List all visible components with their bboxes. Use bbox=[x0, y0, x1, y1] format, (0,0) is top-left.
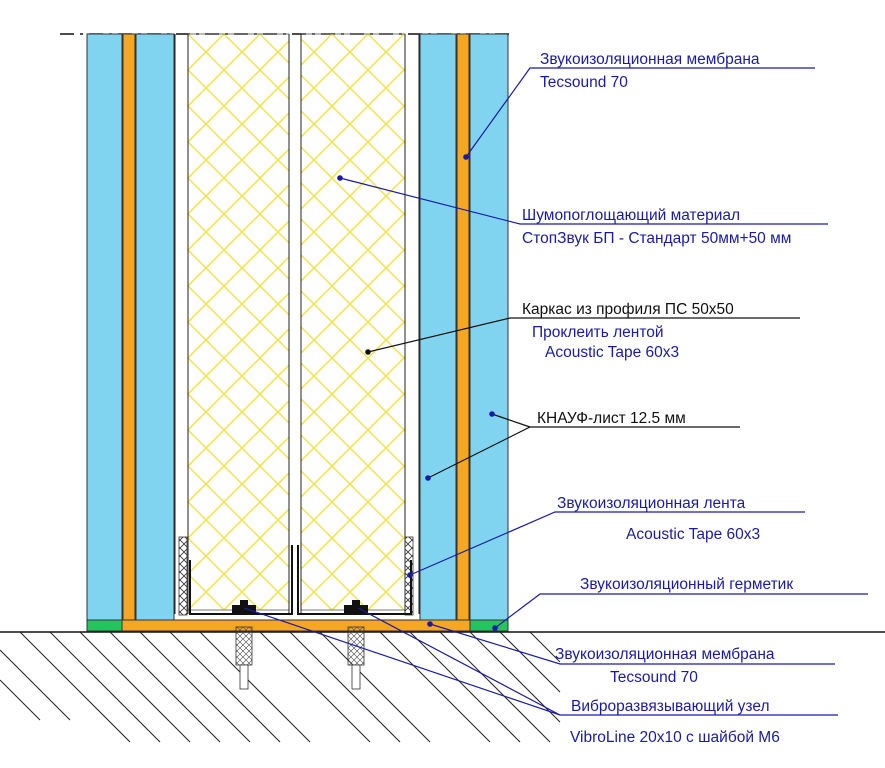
label-vibro-2: VibroLine 20x10 с шайбой М6 bbox=[570, 729, 780, 746]
vibro-node-left bbox=[232, 600, 256, 690]
label-vibro-1: Виброразвязывающий узел bbox=[571, 698, 770, 715]
drywall-right-outer bbox=[469, 33, 509, 621]
sealant-right bbox=[469, 619, 509, 632]
label-membrane-bottom-2: Tecsound 70 bbox=[610, 669, 698, 686]
sealant-left bbox=[86, 619, 123, 632]
insulation-right bbox=[300, 33, 406, 611]
drywall-right-inner bbox=[419, 33, 457, 621]
label-tape-1: Звукоизоляционная лента bbox=[557, 495, 746, 512]
tape-strip-left bbox=[178, 536, 188, 616]
drywall-left-inner bbox=[135, 33, 175, 621]
label-membrane-bottom-1: Звукоизоляционная мембрана bbox=[555, 646, 775, 663]
label-membrane-top-1: Звукоизоляционная мембрана bbox=[540, 51, 760, 68]
membrane-left bbox=[122, 33, 136, 621]
leader-dots bbox=[337, 154, 498, 631]
membrane-right bbox=[456, 33, 470, 621]
label-frame-2: Проклеить лентой bbox=[532, 324, 664, 341]
frame-profile-lines bbox=[174, 34, 420, 614]
label-sealant: Звукоизоляционный герметик bbox=[580, 576, 793, 593]
floor-slab bbox=[0, 631, 885, 743]
label-absorber-1: Шумопоглощающий материал bbox=[522, 207, 740, 224]
label-frame-3: Acoustic Tape 60x3 bbox=[545, 344, 679, 361]
drywall-left-outer bbox=[86, 33, 123, 621]
label-membrane-top-2: Tecsound 70 bbox=[540, 74, 628, 91]
label-frame-1: Каркас из профиля ПС 50х50 bbox=[522, 301, 734, 318]
label-knauf: КНАУФ-лист 12.5 мм bbox=[537, 410, 686, 427]
label-absorber-2: СтопЗвук БП - Стандарт 50мм+50 мм bbox=[522, 230, 791, 247]
insulation-left bbox=[187, 33, 290, 611]
leader-lines-black bbox=[367, 317, 800, 479]
leader-lines-blue bbox=[243, 67, 868, 716]
label-tape-2: Acoustic Tape 60x3 bbox=[626, 526, 760, 543]
